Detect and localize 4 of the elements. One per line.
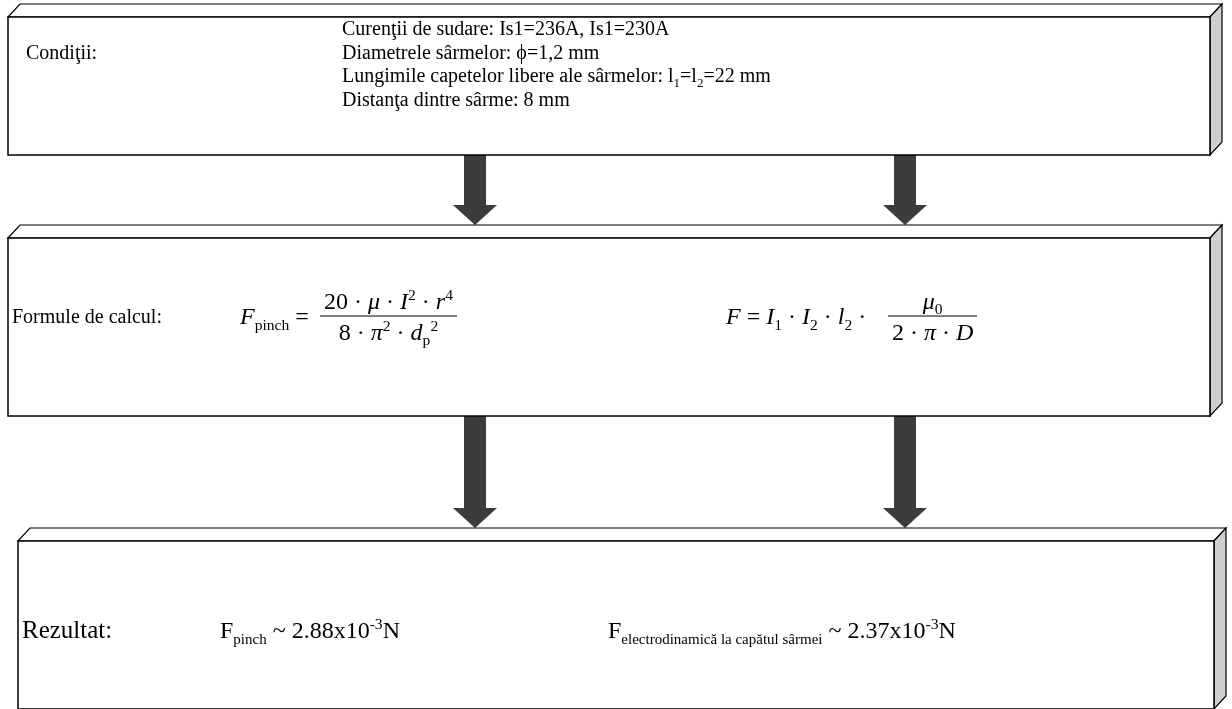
- block-arrow: [883, 155, 927, 225]
- block-arrow: [883, 416, 927, 528]
- block-arrow: [453, 155, 497, 225]
- block-arrow: [453, 416, 497, 528]
